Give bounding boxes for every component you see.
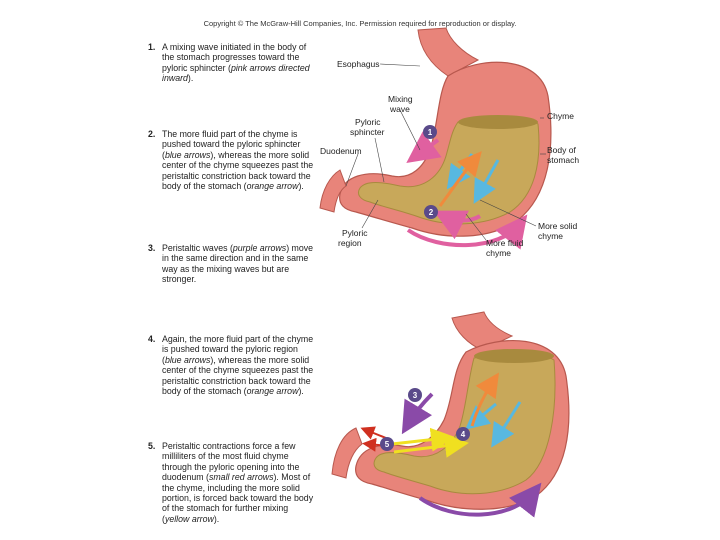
step-number: 4. [148,334,156,344]
duodenum-top [319,169,347,213]
label-esophagus: Esophagus [337,59,380,69]
fluid-arrow [473,159,500,204]
step-text: Peristaltic contractions force a few mil… [162,441,314,524]
mixing-back-arrow [393,433,469,458]
chyme-surface-top [458,115,538,129]
badge-3 [408,388,422,402]
badge-text: 2 [429,208,434,217]
label-more-fluid-chyme-2: chyme [486,248,511,258]
duodenum-arrow [360,426,387,440]
chyme-surface-bottom [474,349,554,363]
step-number: 1. [148,42,156,52]
step-4: 4. Again, the more fluid part of the chy… [148,334,316,396]
solid-arrow [470,372,499,427]
badge-text: 5 [385,440,390,449]
label-more-fluid-chyme-1: More fluid [486,238,524,248]
solid-arrow [438,151,482,207]
label-pyloric-sphincter-1: Pyloric [355,117,381,127]
step-1: 1. A mixing wave initiated in the body o… [148,42,316,84]
step-2: 2. The more fluid part of the chyme is p… [148,129,316,191]
step-3: 3. Peristaltic waves (purple arrows) mov… [148,243,316,285]
copyright-notice: Copyright © The McGraw-Hill Companies, I… [203,19,517,28]
fluid-arrow [491,401,522,448]
stomach-bottom: 3 4 5 [331,311,570,518]
label-chyme: Chyme [547,111,574,121]
step-number: 3. [148,243,156,253]
badge-text: 4 [461,430,466,439]
label-pyloric-sphincter-2: sphincter [350,127,385,137]
duodenum-bottom [331,427,363,479]
step-text: Peristaltic waves (purple arrows) move i… [162,243,314,285]
peristaltic-arrow [418,482,542,518]
badge-5 [380,437,394,451]
label-duodenum: Duodenum [320,146,362,156]
label-body-of-stomach-1: Body of [547,145,576,155]
badge-1 [423,125,437,139]
label-more-solid-chyme-2: chyme [538,231,563,241]
label-body-of-stomach-2: stomach [547,155,579,165]
stomach-top: 1 2 Esophagus Mixing wave Pyloric sphinc… [319,27,579,258]
fluid-arrow [465,402,497,430]
mixing-wave-arrow [433,210,482,240]
mixing-wave-arrow [406,131,442,164]
label-more-solid-chyme-1: More solid [538,221,577,231]
badge-text: 3 [413,391,418,400]
label-pyloric-region-2: region [338,238,362,248]
step-number: 2. [148,129,156,139]
mixing-back-arrow [391,427,455,452]
step-text: Again, the more fluid part of the chyme … [162,334,314,397]
step-number: 5. [148,441,156,451]
label-mixing-wave-1: Mixing [388,94,413,104]
badge-2 [424,205,438,219]
step-text: The more fluid part of the chyme is push… [162,129,314,192]
badge-4 [456,427,470,441]
step-5: 5. Peristaltic contractions force a few … [148,441,316,524]
step-text: A mixing wave initiated in the body of t… [162,42,310,84]
esophagus-tube [451,311,514,351]
esophagus-tube [417,27,480,77]
label-pyloric-region-1: Pyloric [342,228,368,238]
badge-text: 1 [428,128,433,137]
peristaltic-arrow [406,214,528,250]
peristaltic-arrow [401,392,434,435]
label-mixing-wave-2: wave [389,104,410,114]
